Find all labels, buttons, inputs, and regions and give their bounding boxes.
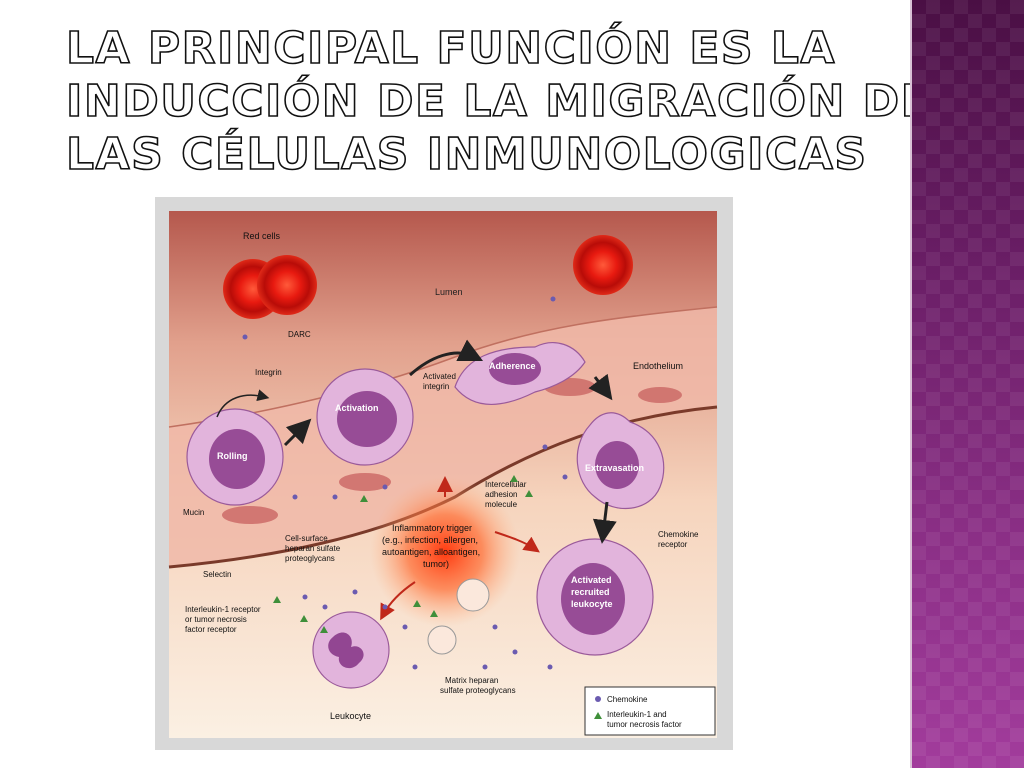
label-cell-surface-2: heparan sulfate <box>285 544 341 553</box>
title-line-2: INDUCCIÓN DE LA MIGRACIÓN DE <box>65 75 933 128</box>
matrix-proteoglycan-circle <box>456 578 490 612</box>
label-activated-integrin-2: integrin <box>423 382 449 391</box>
arrow-to-activation <box>283 418 312 447</box>
label-icam-3: molecule <box>485 500 518 509</box>
label-activation: Activation <box>335 403 379 413</box>
legend-il1-label-2: tumor necrosis factor <box>607 720 682 729</box>
label-adherence: Adherence <box>489 361 536 371</box>
arrow-rolling <box>216 389 270 418</box>
legend-chemokine-label: Chemokine <box>607 695 648 704</box>
label-red-cells: Red cells <box>243 231 281 241</box>
nucleus <box>209 429 265 489</box>
figure-frame: Red cells Lumen DARC Rolling Activation … <box>155 197 733 750</box>
leukocyte-migration-diagram: Red cells Lumen DARC Rolling Activation … <box>168 211 718 738</box>
label-endothelium: Endothelium <box>633 361 683 371</box>
label-matrix-1: Matrix heparan <box>445 676 498 685</box>
arrow-to-adherence <box>408 339 484 377</box>
nucleus <box>489 353 541 385</box>
decorative-side-bar <box>912 0 1024 768</box>
label-selectin: Selectin <box>203 570 231 579</box>
label-il1-receptor-1: Interleukin-1 receptor <box>185 605 261 614</box>
title-line-3: LAS CÉLULAS INMUNOLOGICAS <box>65 128 868 181</box>
label-darc: DARC <box>288 330 311 339</box>
label-recruited-2: recruited <box>571 587 610 597</box>
endothelium-layer <box>169 307 717 567</box>
arrow-to-recruited <box>592 501 617 544</box>
nucleus <box>561 563 625 635</box>
il1-tnf-triangles <box>273 475 533 633</box>
label-icam-2: adhesion <box>485 490 517 499</box>
chemokine-dots <box>242 296 568 670</box>
label-trigger-1: Inflammatory trigger <box>392 523 472 533</box>
label-chemokine-receptor-2: receptor <box>658 540 688 549</box>
label-il1-receptor-3: factor receptor <box>185 625 237 634</box>
slide-title: LA PRINCIPAL FUNCIÓN ES LA INDUCCIÓN DE … <box>65 22 933 181</box>
label-recruited-1: Activated <box>571 575 612 585</box>
label-il1-receptor-2: or tumor necrosis <box>185 615 247 624</box>
label-trigger-4: tumor) <box>423 559 449 569</box>
label-icam-1: Intercellular <box>485 480 527 489</box>
label-trigger-2: (e.g., infection, allergen, <box>382 535 478 545</box>
arrow-trigger-to-recruited <box>494 531 540 553</box>
label-activated-integrin-1: Activated <box>423 372 456 381</box>
label-chemokine-receptor-1: Chemokine <box>658 530 699 539</box>
label-extravasation: Extravasation <box>585 463 644 473</box>
red-cell <box>257 255 317 315</box>
decorative-divider <box>910 0 912 768</box>
label-cell-surface-1: Cell-surface <box>285 534 328 543</box>
label-recruited-3: leukocyte <box>571 599 613 609</box>
endothelial-nucleus <box>222 506 278 524</box>
nucleus <box>595 441 639 489</box>
legend-il1-label-1: Interleukin-1 and <box>607 710 667 719</box>
label-trigger-3: autoantigen, alloantigen, <box>382 547 480 557</box>
label-leukocyte: Leukocyte <box>330 711 371 721</box>
legend-box <box>584 686 716 736</box>
arrow-to-extravasation <box>588 373 613 401</box>
legend-il1-swatch <box>594 712 602 719</box>
red-cell <box>573 235 633 295</box>
endothelial-nucleus <box>339 473 391 491</box>
label-lumen: Lumen <box>435 287 463 297</box>
legend-chemokine-swatch <box>595 696 601 702</box>
label-matrix-2: sulfate proteoglycans <box>440 686 516 695</box>
arrow-trigger-to-leukocyte <box>380 581 416 621</box>
title-line-1: LA PRINCIPAL FUNCIÓN ES LA <box>65 22 836 75</box>
label-mucin: Mucin <box>183 508 204 517</box>
endothelial-nucleus <box>638 387 682 403</box>
nucleus <box>337 391 397 447</box>
endothelium-surface <box>168 306 718 428</box>
label-cell-surface-3: proteoglycans <box>285 554 335 563</box>
label-integrin: Integrin <box>255 368 282 377</box>
label-rolling: Rolling <box>217 451 248 461</box>
matrix-proteoglycan-circle <box>427 625 457 655</box>
nucleus <box>328 632 364 669</box>
